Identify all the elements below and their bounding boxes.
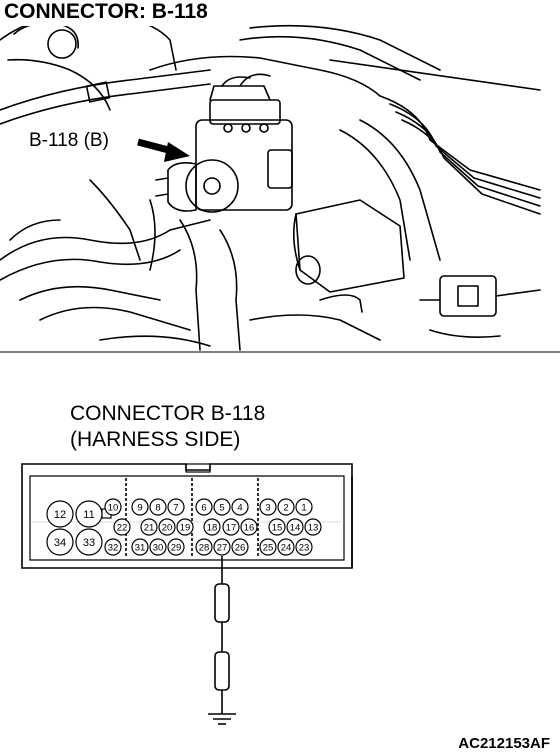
pin-5-circle xyxy=(213,498,231,516)
pin-4-circle xyxy=(231,498,249,516)
callout-arrow xyxy=(137,138,190,162)
pin-16-label: 16 xyxy=(244,522,255,533)
pin-2-circle xyxy=(277,498,295,516)
pin-8-label: 8 xyxy=(155,502,160,513)
pin-33-label: 33 xyxy=(83,537,95,549)
pin-25-label: 25 xyxy=(263,542,274,553)
pin-3-label: 3 xyxy=(265,502,270,513)
connector-title-line2: (HARNESS SIDE) xyxy=(70,428,241,451)
pin-14-circle xyxy=(286,518,304,536)
pin-28-label: 28 xyxy=(199,542,210,553)
pin-33-circle xyxy=(75,528,103,556)
pin-17-circle xyxy=(222,518,240,536)
pin-25-circle xyxy=(259,538,277,556)
pin-12-circle xyxy=(46,500,74,528)
pin-29-circle xyxy=(167,538,185,556)
pin-19-circle xyxy=(176,518,194,536)
pin-18-label: 18 xyxy=(207,522,218,533)
pin-11-circle xyxy=(75,500,103,528)
connector-title: CONNECTOR B-118 (HARNESS SIDE) xyxy=(70,401,265,453)
ground-icon xyxy=(208,713,236,725)
connector-title-line1: CONNECTOR B-118 xyxy=(70,402,266,425)
pin-31-label: 31 xyxy=(135,542,146,553)
pin-32-label: 32 xyxy=(108,542,119,553)
pin-16-circle xyxy=(240,518,258,536)
pin-12-label: 12 xyxy=(54,509,66,521)
pin-10-label: 10 xyxy=(108,502,119,513)
pin-13-label: 13 xyxy=(308,522,319,533)
pin-9-circle xyxy=(131,498,149,516)
pin-27-circle xyxy=(213,538,231,556)
pin-2-label: 2 xyxy=(283,502,288,513)
pin-9-label: 9 xyxy=(137,502,142,513)
pin-1-label: 1 xyxy=(301,502,306,513)
pin-20-circle xyxy=(158,518,176,536)
pin-15-circle xyxy=(268,518,286,536)
pin-13-circle xyxy=(304,518,322,536)
pin-30-label: 30 xyxy=(153,542,164,553)
pin-20-label: 20 xyxy=(162,522,173,533)
pin-28-circle xyxy=(195,538,213,556)
pin-1-circle xyxy=(295,498,313,516)
pin-19-label: 19 xyxy=(180,522,191,533)
pin-10-circle xyxy=(104,498,122,516)
pin-7-label: 7 xyxy=(173,502,178,513)
figure-code: AC212153AF xyxy=(458,735,550,752)
pin-14-label: 14 xyxy=(290,522,301,533)
pin-17-label: 17 xyxy=(226,522,237,533)
pin-34-circle xyxy=(46,528,74,556)
pin-21-circle xyxy=(140,518,158,536)
pin-4-label: 4 xyxy=(237,502,242,513)
pin-27-label: 27 xyxy=(217,542,228,553)
pin-5-label: 5 xyxy=(219,502,224,513)
pin-34-label: 34 xyxy=(54,537,66,549)
pin-8-circle xyxy=(149,498,167,516)
pin-26-label: 26 xyxy=(235,542,246,553)
pin-26-circle xyxy=(231,538,249,556)
pin-29-label: 29 xyxy=(171,542,182,553)
pin-23-circle xyxy=(295,538,313,556)
pin-3-circle xyxy=(259,498,277,516)
engine-bay-illustration xyxy=(0,12,560,353)
pin-22-label: 22 xyxy=(117,522,128,533)
pin-6-circle xyxy=(195,498,213,516)
pin-6-label: 6 xyxy=(201,502,206,513)
pin-15-label: 15 xyxy=(272,522,283,533)
pin-24-circle xyxy=(277,538,295,556)
pin-23-label: 23 xyxy=(299,542,310,553)
pin-11-label: 11 xyxy=(83,509,94,521)
pin-7-circle xyxy=(167,498,185,516)
pin-22-circle xyxy=(113,518,131,536)
pin-21-label: 21 xyxy=(144,522,155,533)
probe-wire xyxy=(214,556,230,714)
pin-31-circle xyxy=(131,538,149,556)
pin-32-circle xyxy=(104,538,122,556)
page-title: CONNECTOR: B-118 xyxy=(4,0,212,26)
pin-18-circle xyxy=(203,518,221,536)
pin-30-circle xyxy=(149,538,167,556)
pin-24-label: 24 xyxy=(281,542,292,553)
connector-callout-label: B-118 (B) xyxy=(26,130,112,152)
